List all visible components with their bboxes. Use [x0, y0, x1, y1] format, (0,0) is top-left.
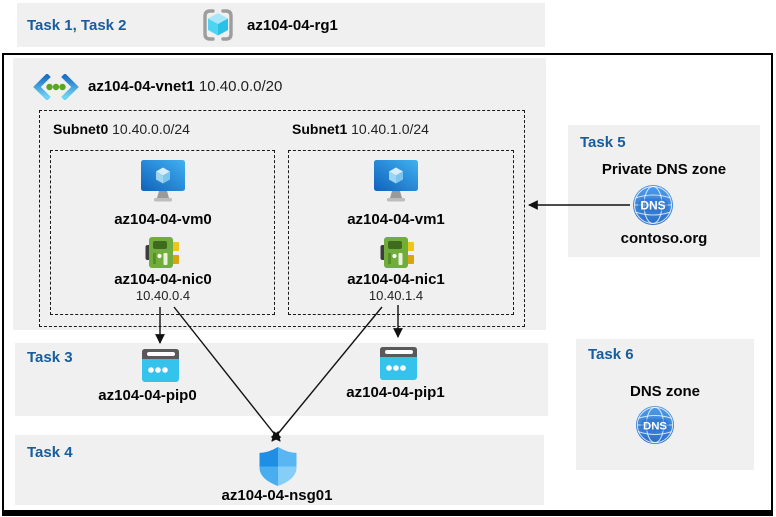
task3-label: Task 3 — [27, 349, 73, 366]
diagram-border-box — [2, 53, 773, 516]
subnet0-name: Subnet0 — [53, 121, 109, 137]
dns-icon-text: DNS — [643, 420, 667, 432]
dns-icon-text: DNS — [640, 199, 665, 213]
network-interface-icon-nic0 — [145, 236, 179, 270]
vnet-title: az104-04-vnet1 10.40.0.0/20 — [88, 78, 282, 95]
network-interface-icon-nic1 — [380, 236, 414, 270]
task6-label: Task 6 — [588, 346, 634, 363]
dns-zone-title: DNS zone — [629, 383, 700, 400]
nsg-label: az104-04-nsg01 — [221, 487, 333, 504]
nic1-ip: 10.40.1.4 — [368, 288, 424, 303]
task5-label: Task 5 — [580, 134, 626, 151]
resource-group-icon — [201, 8, 235, 42]
subnet1-name: Subnet1 — [292, 121, 348, 137]
pip0-label: az104-04-pip0 — [98, 387, 197, 404]
task12-band: Task 1, Task 2 az104-04-rg1 — [17, 3, 545, 47]
dns-globe-icon-public: DNS — [635, 405, 675, 445]
dns-globe-icon-private: DNS — [632, 184, 674, 226]
task5-box: Task 5 Private DNS zone DNS — [568, 125, 760, 257]
subnet1-cidr: 10.40.1.0/24 — [351, 121, 429, 137]
nic0-ip: 10.40.0.4 — [135, 288, 191, 303]
private-dns-zone-name: contoso.org — [620, 230, 708, 247]
task6-box: Task 6 DNS zone DNS — [576, 339, 754, 470]
vnet-cidr: 10.40.0.0/20 — [198, 78, 283, 95]
private-dns-zone-title: Private DNS zone — [601, 161, 727, 178]
vm1-label: az104-04-vm1 — [347, 211, 445, 228]
vnet-region: az104-04-vnet1 10.40.0.0/20 Subnet0 10.4… — [13, 58, 546, 330]
subnet0-cidr: 10.40.0.0/24 — [112, 121, 190, 137]
subnet1-box — [288, 150, 514, 315]
task4-label: Task 4 — [27, 444, 73, 461]
pip1-label: az104-04-pip1 — [346, 384, 445, 401]
task12-label: Task 1, Task 2 — [27, 17, 127, 34]
subnet0-box — [50, 150, 275, 315]
vm0-label: az104-04-vm0 — [114, 211, 212, 228]
nic0-label: az104-04-nic0 — [114, 271, 212, 288]
vnet-name: az104-04-vnet1 — [88, 78, 195, 95]
virtual-machine-icon-vm1 — [373, 160, 419, 204]
task4-band: Task 4 az104-04-nsg01 — [15, 435, 544, 505]
virtual-machine-icon-vm0 — [140, 160, 186, 204]
public-ip-icon-pip1 — [380, 347, 417, 380]
public-ip-icon-pip0 — [142, 349, 179, 382]
virtual-network-icon — [33, 74, 79, 100]
nsg-shield-icon — [258, 446, 298, 487]
resource-group-name: az104-04-rg1 — [247, 17, 338, 34]
subnet0-label: Subnet0 10.40.0.0/24 — [53, 121, 190, 137]
task3-band: Task 3 az104-04-pip0 az104-04-pip1 — [15, 343, 548, 416]
nic1-label: az104-04-nic1 — [347, 271, 445, 288]
subnet1-label: Subnet1 10.40.1.0/24 — [292, 121, 429, 137]
